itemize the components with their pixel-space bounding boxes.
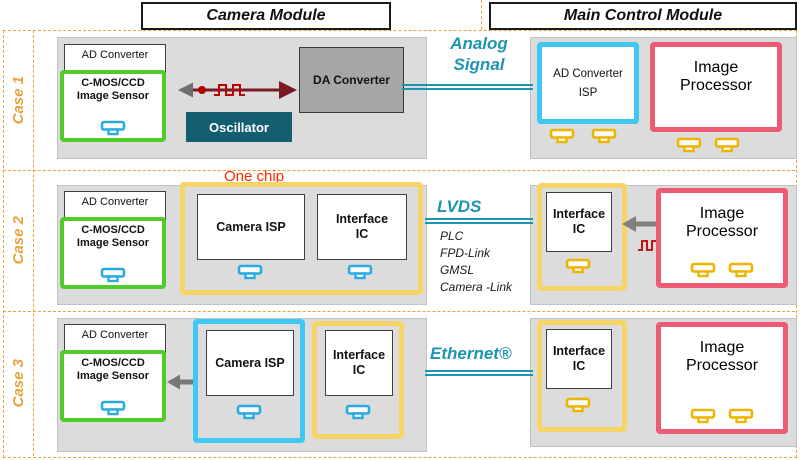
- case2-image-sensor-box: C-MOS/CCD Image Sensor: [60, 217, 166, 289]
- case3-signal-label: Ethernet®: [430, 344, 512, 363]
- case-column-divider: [33, 30, 34, 456]
- case2-signal-label: LVDS: [437, 197, 482, 216]
- case-3-label: Case 3: [9, 359, 27, 408]
- signal-option: Camera -Link: [440, 280, 513, 294]
- case3-camera-isp-box: Camera ISP: [206, 330, 294, 396]
- camera-module-title: Camera Module: [206, 7, 326, 24]
- case3-interface-ic-frame: [312, 321, 404, 439]
- connector-icon: [728, 408, 754, 424]
- connector-icon: [100, 267, 126, 283]
- case2-mc-interface-ic-label: Interface IC: [552, 207, 606, 236]
- case1-signal-line: [402, 84, 533, 90]
- case1-signal-label: Analog Signal: [450, 34, 508, 75]
- case1-adc-isp-line1: AD Converter: [553, 67, 623, 80]
- case2-image-processor-box: Image Processor: [656, 188, 788, 288]
- case2-signal-line: [425, 218, 533, 224]
- connector-icon: [714, 137, 740, 153]
- case1-oscillator-box: Oscillator: [186, 112, 292, 142]
- connector-icon: [236, 404, 262, 420]
- case3-image-processor-box: Image Processor: [656, 322, 788, 434]
- connector-icon: [690, 262, 716, 278]
- header-divider: [481, 0, 482, 30]
- case2-mc-interface-ic-box: Interface IC: [546, 192, 612, 252]
- case2-image-sensor-label: C-MOS/CCD Image Sensor: [76, 224, 150, 250]
- case1-image-processor-box: Image Processor: [650, 42, 782, 132]
- case-1-label: Case 1: [9, 75, 27, 125]
- camera-module-header: Camera Module: [141, 2, 391, 30]
- case2-signal-options: PLC FPD-Link GMSL Camera -Link: [440, 228, 512, 296]
- connector-icon: [591, 128, 617, 144]
- connector-icon: [690, 408, 716, 424]
- case1-da-converter-box: DA Converter: [299, 47, 404, 113]
- analog-drive-arrow-icon: [178, 81, 297, 99]
- case1-da-converter-label: DA Converter: [313, 73, 390, 87]
- one-chip-label: One chip: [224, 168, 285, 185]
- signal-option: FPD-Link: [440, 246, 491, 260]
- case2-camera-isp-box: Camera ISP: [197, 194, 305, 260]
- case2-mc-interface-frame: [537, 183, 627, 291]
- case3-mc-interface-frame: [537, 320, 627, 432]
- case3-ad-converter-label: AD Converter: [81, 329, 149, 341]
- row-divider-1: [3, 170, 795, 171]
- main-control-module-header: Main Control Module: [489, 2, 797, 30]
- connector-icon: [100, 400, 126, 416]
- case1-adc-isp-box: AD Converter ISP: [537, 42, 639, 124]
- connector-icon: [565, 258, 591, 274]
- row-divider-2: [3, 311, 795, 312]
- case3-signal-line: [425, 370, 533, 376]
- case1-image-sensor-label: C-MOS/CCD Image Sensor: [76, 77, 150, 103]
- case3-image-sensor-box: C-MOS/CCD Image Sensor: [60, 350, 166, 422]
- case-2-label: Case 2: [9, 216, 27, 265]
- case2-camera-isp-label: Camera ISP: [216, 219, 286, 234]
- connector-icon: [100, 120, 126, 136]
- case3-camera-isp-label: Camera ISP: [215, 355, 285, 370]
- case3-mc-interface-ic-label: Interface IC: [552, 344, 606, 373]
- case3-interface-ic-box: Interface IC: [325, 330, 393, 396]
- case1-image-processor-label: Image Processor: [680, 59, 753, 94]
- case3-mc-interface-ic-box: Interface IC: [546, 329, 612, 389]
- connector-icon: [676, 137, 702, 153]
- case2-interface-ic-box: Interface IC: [317, 194, 407, 260]
- main-control-module-title: Main Control Module: [563, 7, 723, 24]
- connector-icon: [549, 128, 575, 144]
- case2-image-processor-label: Image Processor: [686, 205, 759, 240]
- case1-oscillator-label: Oscillator: [209, 119, 269, 135]
- case3-image-processor-label: Image Processor: [686, 339, 759, 374]
- case2-interface-ic-label: Interface IC: [335, 212, 389, 241]
- connector-icon: [565, 397, 591, 413]
- connector-icon: [345, 404, 371, 420]
- case2-ad-converter-label: AD Converter: [81, 196, 149, 208]
- case3-camera-isp-frame: [193, 319, 305, 443]
- case1-adc-isp-line2: ISP: [578, 86, 598, 99]
- case3-image-sensor-label: C-MOS/CCD Image Sensor: [76, 357, 150, 383]
- case3-interface-ic-label: Interface IC: [332, 348, 386, 377]
- case1-ad-converter-label: AD Converter: [81, 49, 149, 61]
- signal-option: PLC: [440, 229, 464, 243]
- connector-icon: [347, 264, 373, 280]
- case3-isp-arrow-icon: [167, 374, 193, 390]
- case1-image-sensor-box: C-MOS/CCD Image Sensor: [60, 70, 166, 142]
- signal-option: GMSL: [440, 263, 475, 277]
- case2-one-chip-frame: [180, 182, 423, 295]
- connector-icon: [728, 262, 754, 278]
- connector-icon: [237, 264, 263, 280]
